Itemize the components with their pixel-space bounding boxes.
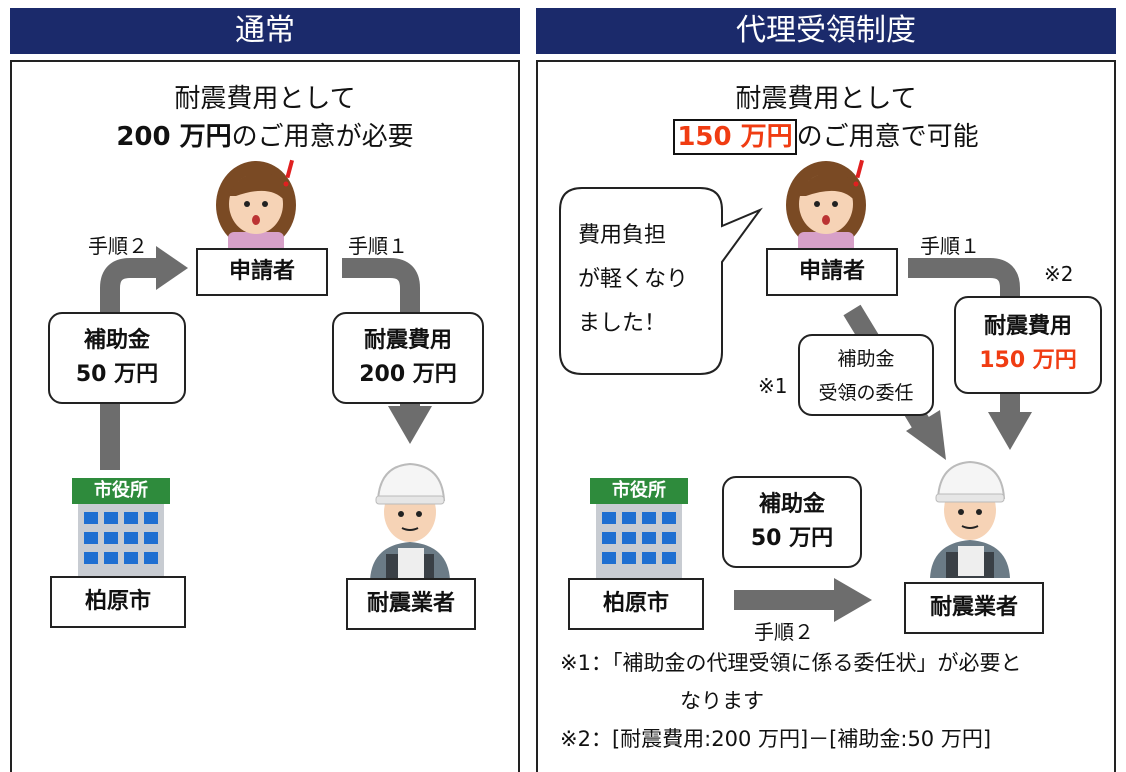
left-cost-line2: 200 万円 [359,362,457,387]
speech-bubble [559,187,763,375]
left-title-line2: 200 万円のご用意が必要 [12,118,518,156]
right-contractor-box: 耐震業者 [904,582,1044,634]
note1-line1: ※1：「補助金の代理受領に係る委任状」が必要と [560,651,1022,675]
right-cost-line1: 耐震費用 [983,314,1072,339]
right-step2-arrowhead [834,578,872,622]
speech-line1: 費用負担 [578,223,667,248]
left-contractor-box: 耐震業者 [346,578,476,630]
right-title: 耐震費用として 150 万円のご用意で可能 [538,80,1114,156]
right-notes: ※1：「補助金の代理受領に係る委任状」が必要と なります ※2：[耐震費用:20… [560,644,1112,758]
right-title-rest: のご用意で可能 [796,122,979,152]
left-step1-arrow [342,258,420,410]
right-title-line2: 150 万円のご用意で可能 [538,118,1114,156]
right-step1-arrow [908,258,1020,415]
right-subsidy-line2: 50 万円 [750,526,834,551]
right-city-box: 柏原市 [568,578,704,630]
contractor-worker-icon-right [930,460,1010,578]
left-cost-box: 耐震費用 200 万円 [332,312,484,404]
note1-line2: なります [680,689,764,713]
applicant-woman-icon-right [786,159,866,256]
contractor-worker-icon-left [370,462,450,580]
right-header: 代理受領制度 [536,8,1116,54]
right-step1-label: 手順１ [920,234,980,258]
right-title-amount: 150 万円 [673,119,797,155]
left-header: 通常 [10,8,520,54]
city-hall-building-icon-left [72,478,170,580]
right-delegation-line1: 補助金 [837,348,895,370]
right-cost-line2: 150 万円 [979,348,1077,373]
applicant-woman-icon-left [216,159,296,256]
left-subsidy-box: 補助金 50 万円 [48,312,186,404]
right-step1-arrowhead [988,412,1032,450]
right-subsidy-line1: 補助金 [758,492,825,517]
speech-text: 費用負担 が軽くなり ました！ [578,214,688,346]
left-step1-label: 手順１ [348,234,408,258]
right-subsidy-box: 補助金 50 万円 [722,476,862,568]
right-step2-label: 手順２ [754,620,814,644]
left-cost-line1: 耐震費用 [363,328,452,353]
left-applicant-box: 申請者 [196,248,328,296]
left-step1-arrowhead [388,406,432,444]
speech-line2: が軽くなり [578,267,689,292]
right-delegation-box: 補助金 受領の委任 [798,334,934,416]
city-hall-sign-right: 市役所 [612,480,666,501]
left-title-line1: 耐震費用として [174,84,356,114]
left-title: 耐震費用として 200 万円のご用意が必要 [12,80,518,156]
left-title-rest: のご用意が必要 [231,122,414,152]
right-delegation-line2: 受領の委任 [818,382,914,404]
left-subsidy-line2: 50 万円 [75,362,159,387]
city-hall-building-icon-right [590,478,688,580]
right-delegation-arrowhead [906,410,946,460]
left-step2-label: 手順２ [88,234,148,258]
right-applicant-box: 申請者 [766,248,898,296]
left-title-amount: 200 万円 [116,122,232,152]
left-city-box: 柏原市 [50,576,186,628]
left-subsidy-line1: 補助金 [83,328,150,353]
left-step2-arrow [100,258,160,470]
speech-line3: ました！ [578,311,667,336]
right-cost-box: 耐震費用 150 万円 [954,296,1102,394]
right-mark1-label: ※1 [758,374,788,398]
note2: ※2：[耐震費用:200 万円]－[補助金:50 万円] [560,727,992,751]
city-hall-sign-left: 市役所 [94,480,148,501]
right-title-line1: 耐震費用として [735,84,917,114]
left-step2-arrowhead [156,246,188,290]
right-mark2-label: ※2 [1044,262,1074,286]
